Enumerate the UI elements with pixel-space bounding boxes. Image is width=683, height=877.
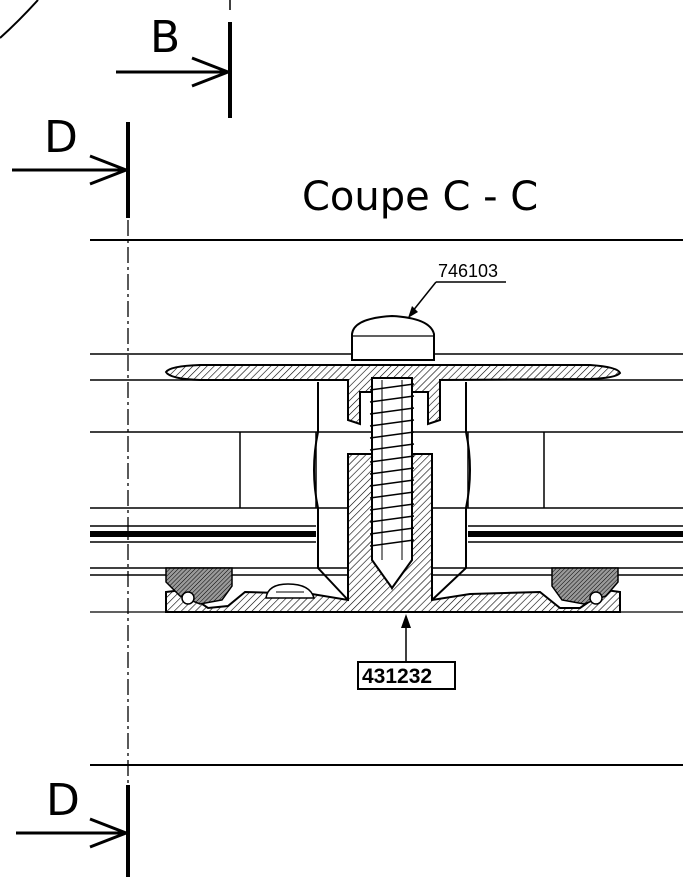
section-label-b: B (150, 12, 180, 63)
section-marker-d-bottom: D (16, 775, 131, 877)
gasket-left (165, 567, 233, 605)
profile-ref-label: 431232 (362, 665, 432, 688)
section-marker-d-top: D (12, 112, 131, 218)
view-border-arc (0, 0, 39, 39)
section-marker-b: B (116, 12, 233, 118)
section-label-d-bottom: D (46, 775, 80, 826)
rivet-head (265, 583, 315, 599)
screw-ref-label: 746103 (438, 261, 498, 281)
profile-ref-box (357, 661, 456, 690)
callout-profile: 431232 (357, 614, 456, 690)
section-label-d-top: D (44, 112, 78, 163)
profile-walls (313, 382, 471, 601)
spacer-left (239, 432, 317, 508)
section-title: Coupe C - C (302, 174, 538, 220)
screw (351, 314, 435, 590)
gasket-right (551, 567, 619, 605)
glazing-band-left (90, 525, 316, 543)
spacer-right (467, 432, 545, 508)
glazing-band-right (468, 525, 683, 543)
callout-screw: 746103 (408, 261, 506, 318)
cover-cap (164, 364, 622, 426)
